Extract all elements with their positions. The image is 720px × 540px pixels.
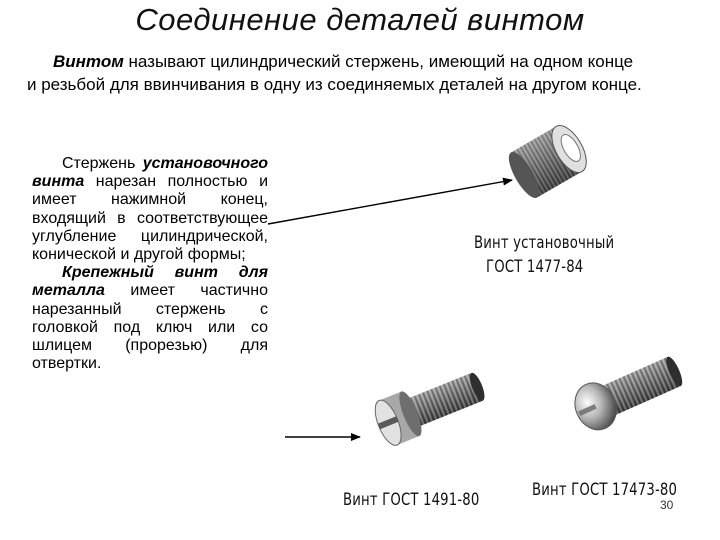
page-title: Соединение деталей винтом: [135, 2, 585, 37]
setscrew-caption-standard: ГОСТ 1477-84: [486, 257, 584, 277]
description-column: Стержень установочного винта нарезан пол…: [32, 155, 268, 373]
intro-term: Винтом: [53, 52, 124, 71]
fastening-term: Крепежный винт для металла: [32, 264, 268, 300]
page-number: 30: [660, 498, 674, 512]
roundhead-screw-illustration: [574, 356, 683, 431]
arrow-to-setscrew: [267, 177, 513, 225]
setscrew-paragraph-text: нарезан полностью и имеет нажимной конец…: [32, 173, 268, 264]
setscrew-caption-name: Винт установочный: [474, 233, 615, 253]
setscrew-term: установочного винта: [32, 155, 268, 191]
intro-text: называют цилиндрический стержень, имеющи…: [27, 52, 642, 94]
setscrew-paragraph-start: Стержень: [62, 155, 143, 172]
screw-1491-caption: Винт ГОСТ 1491-80: [343, 490, 480, 510]
setscrew-illustration: [508, 125, 587, 198]
fastening-paragraph-text: имеет частично нарезанный стержень с гол…: [32, 282, 268, 373]
slotted-screw-illustration: [374, 372, 485, 446]
screw-17473-caption: Винт ГОСТ 17473-80: [532, 480, 678, 500]
intro-paragraph: Винтом называют цилиндрический стержень,…: [27, 51, 647, 96]
fastening-paragraph: Крепежный винт для металла имеет частичн…: [32, 264, 268, 373]
setscrew-paragraph: Стержень установочного винта нарезан пол…: [32, 155, 268, 264]
